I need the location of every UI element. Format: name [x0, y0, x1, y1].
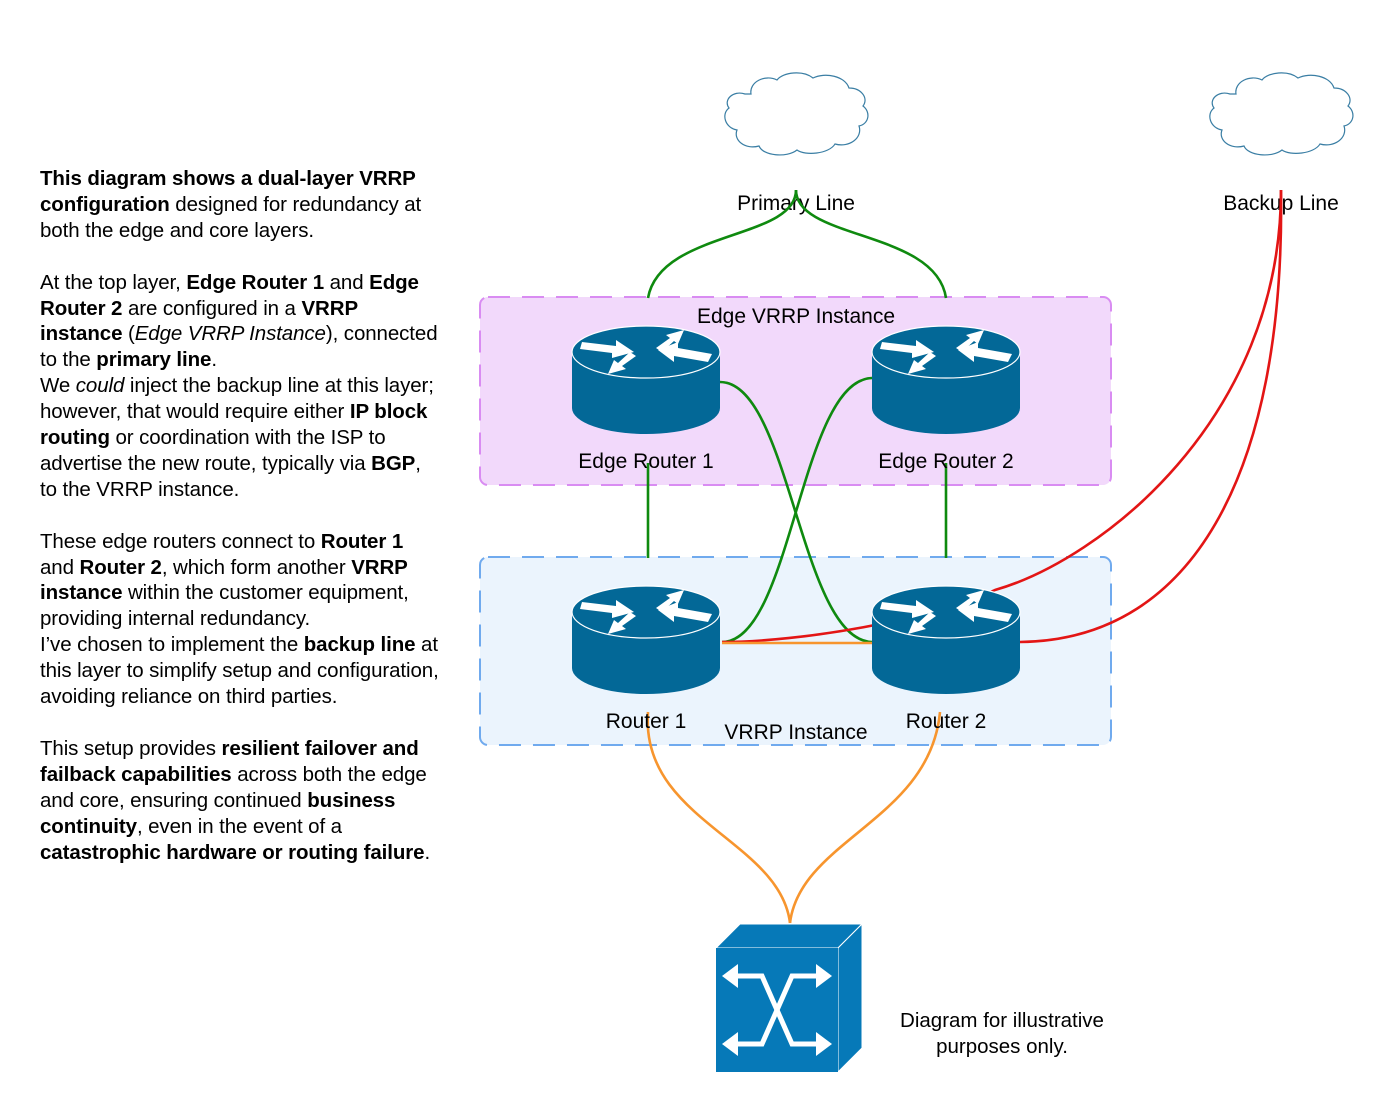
- vrrp-instance-label: VRRP Instance: [724, 721, 867, 744]
- description-run: across both the edge and core, ensuring …: [40, 762, 427, 812]
- description-run: Router 2: [79, 555, 162, 579]
- edge-router-2-icon[interactable]: [871, 325, 1021, 435]
- backup-cloud-icon: [1209, 72, 1354, 156]
- link-router-2-to-switch: [788, 711, 942, 924]
- router-2-label: Router 2: [906, 710, 987, 733]
- description-paragraph: This diagram shows a dual-layer VRRP con…: [40, 166, 440, 244]
- link-edge-router-2-to-router-1: [721, 376, 873, 644]
- link-primary-to-edge-router-1: [646, 189, 798, 299]
- description-run: within the customer equipment, providing…: [40, 581, 409, 631]
- description-run: , to the VRRP instance.: [40, 451, 421, 501]
- link-primary-to-edge-router-2: [794, 189, 948, 299]
- description-run: at this layer to simplify setup and conf…: [40, 633, 439, 709]
- disclaimer-text: Diagram for illustrative purposes only.: [900, 1009, 1104, 1058]
- description-run: ), connected to the: [40, 322, 438, 372]
- description-text: This diagram shows a dual-layer VRRP con…: [40, 166, 440, 891]
- description-run: catastrophic hardware or routing failure: [40, 840, 425, 864]
- description-run: VRRP instance: [40, 555, 408, 605]
- description-run: , even in the event of a: [136, 814, 342, 838]
- description-run: and: [40, 555, 80, 579]
- description-run: VRRP instance: [40, 296, 358, 346]
- description-paragraph: At the top layer, Edge Router 1 and Edge…: [40, 270, 440, 503]
- description-run: backup line: [303, 633, 416, 657]
- description-run: IP block routing: [40, 400, 428, 450]
- edge-vrrp-instance-label: Edge VRRP Instance: [697, 305, 895, 328]
- description-run: could: [75, 374, 125, 398]
- description-run: At the top layer,: [40, 270, 187, 294]
- description-run: Edge VRRP Instance: [134, 322, 326, 346]
- description-run: and: [324, 270, 370, 294]
- description-run: are configured in a: [122, 296, 302, 320]
- description-run: This diagram shows a dual-layer VRRP con…: [40, 167, 416, 216]
- description-run: .: [424, 840, 431, 864]
- description-run: Edge Router 2: [40, 270, 419, 320]
- router-2-icon[interactable]: [871, 585, 1021, 695]
- description-run: This setup provides: [40, 736, 222, 760]
- router-1-label: Router 1: [606, 710, 687, 733]
- description-run: , which form another: [161, 555, 352, 579]
- description-run: These edge routers connect to: [40, 529, 321, 553]
- switch-icon[interactable]: [714, 922, 864, 1074]
- description-run: inject the backup line at this layer; ho…: [40, 374, 434, 424]
- primary-cloud-icon: [724, 72, 869, 156]
- description-paragraph: This setup provides resilient failover a…: [40, 736, 440, 866]
- description-run: business continuity: [40, 788, 396, 838]
- edge-router-2-label: Edge Router 2: [878, 450, 1013, 473]
- description-run: We: [40, 374, 76, 398]
- description-run: .: [211, 348, 217, 372]
- description-run: Edge Router 1: [186, 270, 325, 294]
- description-run: BGP: [371, 451, 416, 475]
- description-run: primary line: [96, 348, 212, 372]
- link-router-1-to-switch: [646, 711, 792, 924]
- description-paragraph: These edge routers connect to Router 1 a…: [40, 529, 440, 710]
- edge-router-1-label: Edge Router 1: [578, 450, 713, 473]
- description-run: designed for redundancy at both the edge…: [40, 192, 422, 242]
- description-run: resilient failover and failback capabili…: [40, 736, 419, 786]
- link-backup-to-router-1: [721, 189, 1283, 644]
- description-run: I’ve chosen to implement the: [40, 633, 304, 657]
- edge-router-1-icon[interactable]: [571, 325, 721, 435]
- link-backup-to-router-2: [1019, 189, 1283, 644]
- primary-line-label: Primary Line: [737, 192, 855, 215]
- description-run: or coordination with the ISP to advertis…: [40, 426, 386, 475]
- description-run: (: [122, 322, 135, 346]
- description-run: Router 1: [320, 529, 404, 553]
- router-1-icon[interactable]: [571, 585, 721, 695]
